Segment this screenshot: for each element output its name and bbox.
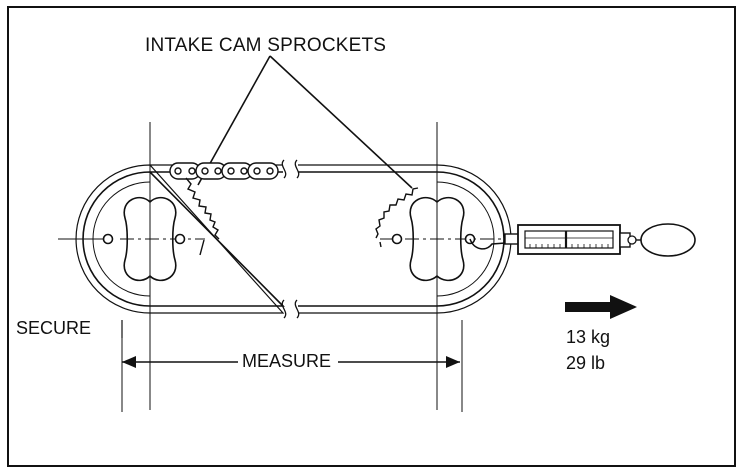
chain-loop xyxy=(75,159,512,319)
left-cam-lobe xyxy=(102,196,186,282)
measure-label: MEASURE xyxy=(238,352,336,370)
force-kg-label: 13 kg xyxy=(566,327,611,347)
left-sprocket xyxy=(185,177,220,256)
chain-links xyxy=(169,162,279,180)
border xyxy=(7,6,736,467)
spring-scale xyxy=(469,223,696,257)
measure-dimension xyxy=(121,320,463,412)
force-lb-label: 29 lb xyxy=(566,353,606,373)
right-sprocket xyxy=(375,187,419,248)
arrow-right-icon xyxy=(565,295,637,319)
intake-cam-sprockets-label: INTAKE CAM SPROCKETS xyxy=(145,35,387,56)
right-cam-lobe xyxy=(391,196,476,282)
secure-label: SECURE xyxy=(16,318,92,338)
